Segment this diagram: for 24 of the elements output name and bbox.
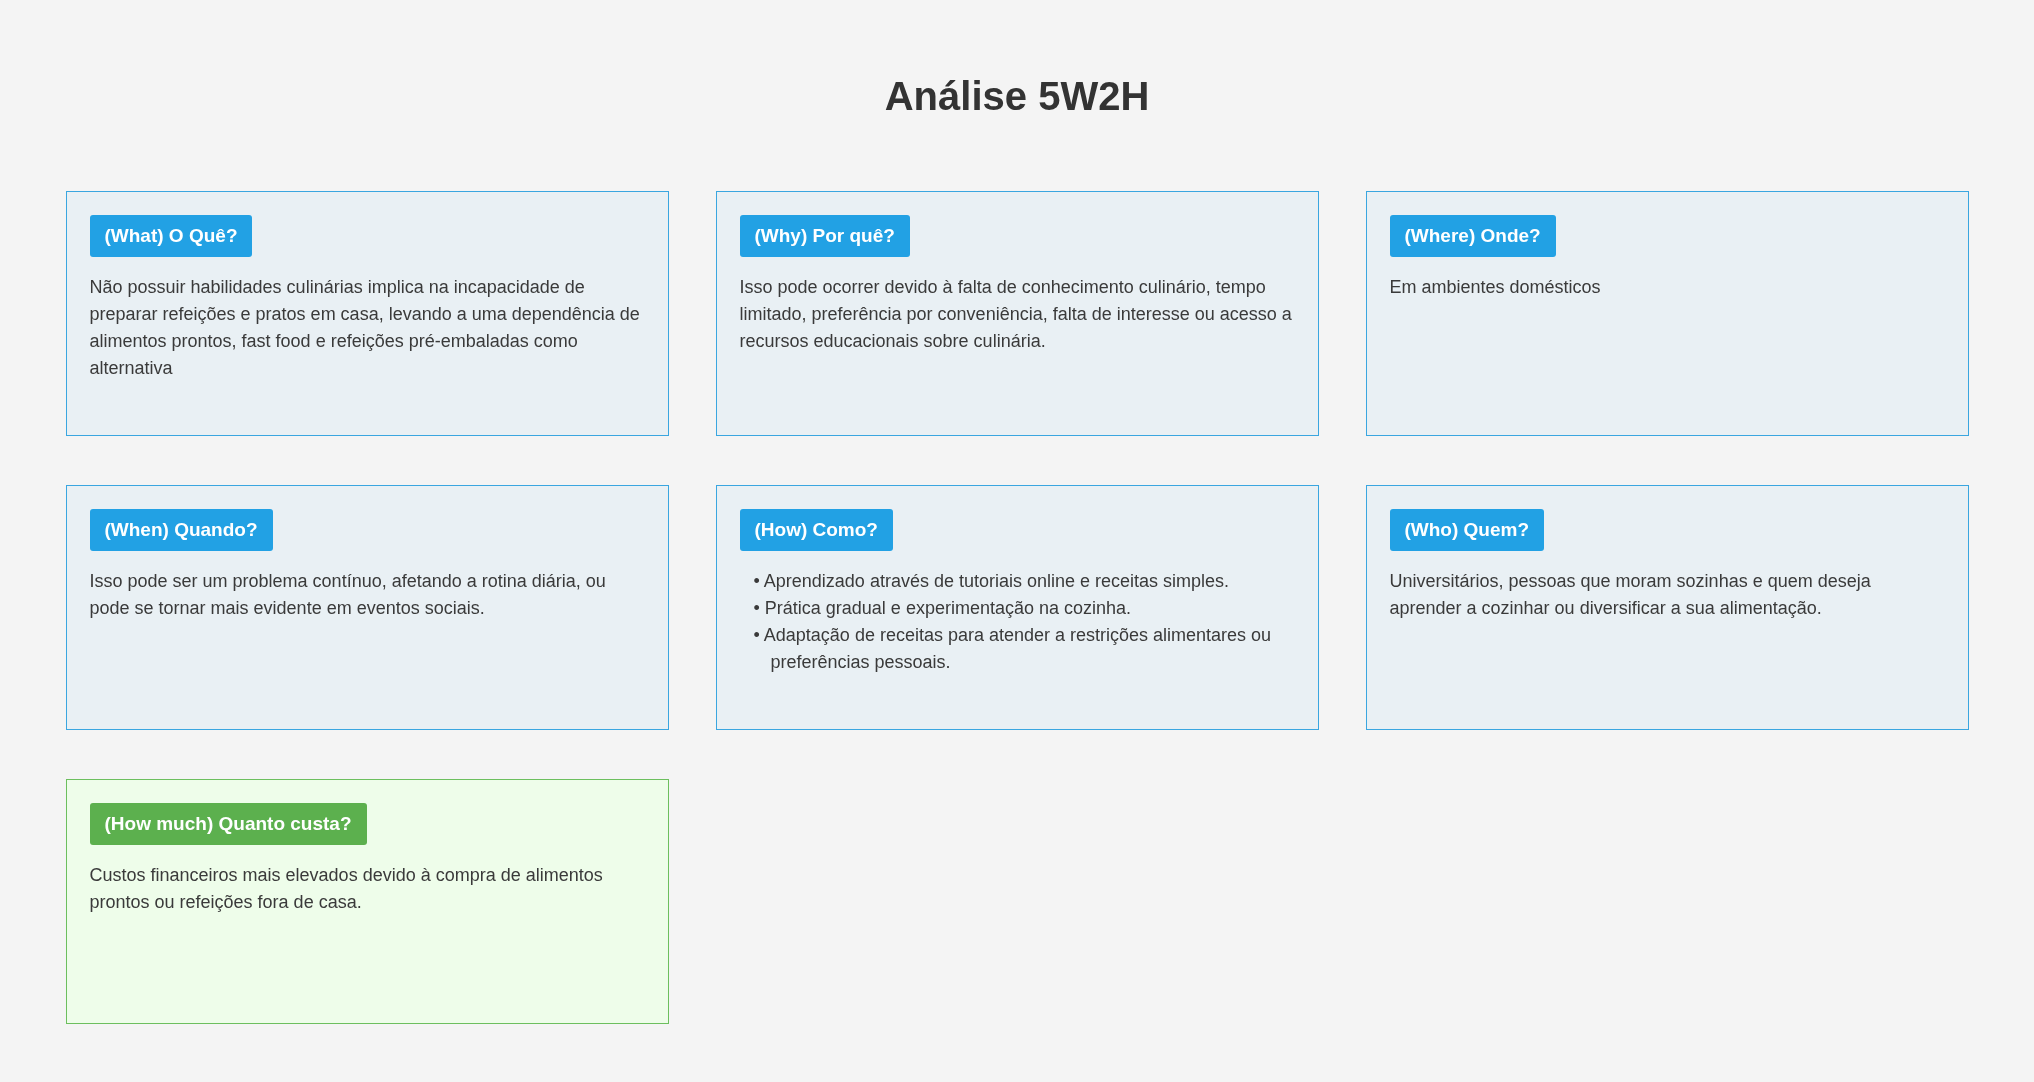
heading-badge: (When) Quando? bbox=[89, 509, 273, 551]
info-card bbox=[715, 485, 1319, 730]
heading-badge: (Who) Quem? bbox=[1389, 509, 1545, 551]
heading-badge: (What) O Quê? bbox=[89, 215, 253, 257]
heading-badge: (How much) Quanto custa? bbox=[89, 803, 367, 845]
description-text: Em ambientes domésticos bbox=[1389, 276, 1602, 299]
bullet-item: • Aprendizado através de tutoriais online e receitas simples. bbox=[753, 570, 1231, 593]
heading-badge: (Why) Por quê? bbox=[739, 215, 910, 257]
description-text: Universitários, pessoas que moram sozinhas e quem deseja aprender a cozinhar ou diversificar a sua alimentação. bbox=[1389, 570, 1872, 620]
description-text: Não possuir habilidades culinárias implica na incapacidade de preparar refeições e pratos em casa, levando a uma dependência de alimentos prontos, fast food e refeições pré-embaladas como alternativa bbox=[89, 276, 641, 380]
info-card bbox=[1365, 485, 1969, 730]
info-card bbox=[715, 191, 1319, 436]
info-card bbox=[65, 191, 669, 436]
description-text: Isso pode ser um problema contínuo, afetando a rotina diária, ou pode se tornar mais evidente em eventos sociais. bbox=[89, 570, 607, 620]
description-text: Custos financeiros mais elevados devido à compra de alimentos prontos ou refeições fora de casa. bbox=[89, 864, 604, 914]
info-card bbox=[65, 485, 669, 730]
heading-badge: (Where) Onde? bbox=[1389, 215, 1556, 257]
info-card bbox=[65, 779, 669, 1024]
bullet-item: • Adaptação de receitas para atender a restrições alimentares ou preferências pessoais. bbox=[753, 624, 1273, 674]
heading-badge: (How) Como? bbox=[739, 509, 893, 551]
description-text: Isso pode ocorrer devido à falta de conhecimento culinário, tempo limitado, preferência por conveniência, falta de interesse ou acesso a recursos educacionais sobre culinária. bbox=[739, 276, 1293, 353]
title: Análise 5W2H bbox=[883, 73, 1151, 120]
bullet-item: • Prática gradual e experimentação na cozinha. bbox=[753, 597, 1133, 620]
info-card bbox=[1365, 191, 1969, 436]
